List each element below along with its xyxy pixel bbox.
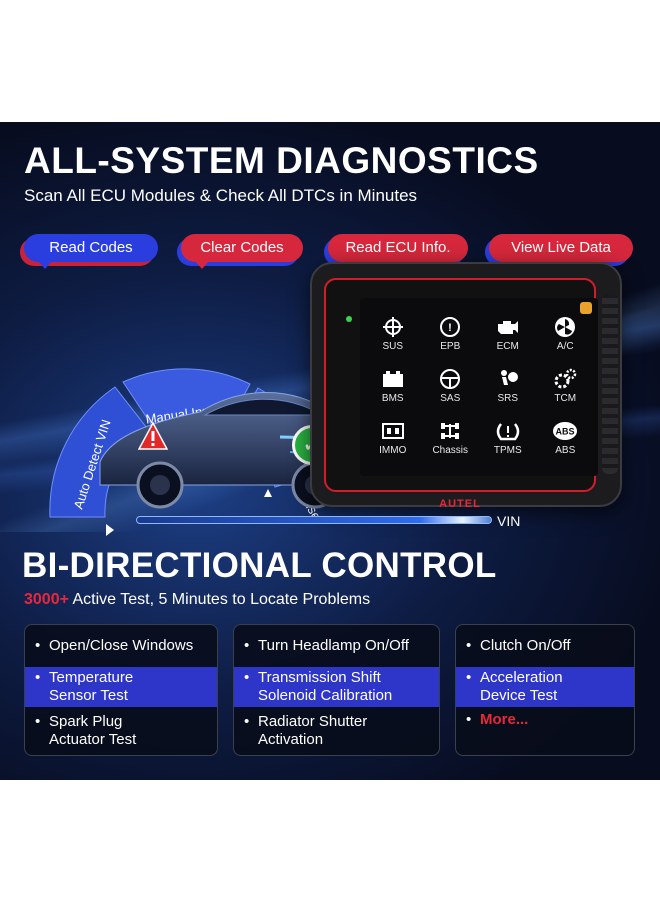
module-ecm[interactable]: ECM xyxy=(479,308,537,360)
warning-icon xyxy=(138,422,168,450)
tire-pressure-icon xyxy=(496,423,519,441)
immobilizer-icon xyxy=(381,423,404,439)
feature-card-1: •Open/Close Windows •Temperature Sensor … xyxy=(24,624,218,756)
module-bms[interactable]: BMS xyxy=(364,360,422,412)
module-tcm[interactable]: TCM xyxy=(537,360,595,412)
module-grid: SUS ! EPB ECM A/C xyxy=(364,308,594,464)
module-sas[interactable]: SAS xyxy=(422,360,480,412)
feature-item: •Transmission Shift Solenoid Calibration xyxy=(234,667,439,707)
section-subtitle: 3000+ Active Test, 5 Minutes to Locate P… xyxy=(24,591,370,609)
airbag-icon xyxy=(500,370,518,385)
chassis-icon xyxy=(441,423,460,439)
module-srs[interactable]: SRS xyxy=(479,360,537,412)
svg-text:!: ! xyxy=(448,322,452,334)
page-title: ALL-SYSTEM DIAGNOSTICS xyxy=(24,140,539,181)
feature-item: •Spark Plug Actuator Test xyxy=(35,713,137,748)
feature-card-2: •Turn Headlamp On/Off •Transmission Shif… xyxy=(233,624,440,756)
battery-icon xyxy=(382,371,403,387)
fan-icon xyxy=(555,317,576,337)
tag-read-codes: Read Codes xyxy=(24,234,158,269)
brand-logo: AUTEL xyxy=(439,498,481,510)
scanner-tablet: SUS ! EPB ECM A/C xyxy=(310,262,622,510)
promo-panel: ALL-SYSTEM DIAGNOSTICS Scan All ECU Modu… xyxy=(0,122,660,780)
page-subtitle: Scan All ECU Modules & Check All DTCs in… xyxy=(24,186,418,205)
tablet-grip xyxy=(602,294,618,474)
module-sus[interactable]: SUS xyxy=(364,308,422,360)
suspension-icon xyxy=(382,317,403,337)
module-ac[interactable]: A/C xyxy=(537,308,595,360)
module-chassis[interactable]: Chassis xyxy=(422,412,480,464)
arrow-up-icon xyxy=(264,489,272,497)
feature-item: •Temperature Sensor Test xyxy=(25,667,217,707)
subtitle-highlight: 3000+ xyxy=(24,591,69,608)
arrow-right-icon xyxy=(106,524,114,536)
abs-icon: ABS xyxy=(553,422,578,440)
tablet-frame: SUS ! EPB ECM A/C xyxy=(324,278,598,510)
module-abs[interactable]: ABS ABS xyxy=(537,412,595,464)
svg-text:ABS: ABS xyxy=(556,427,575,437)
tag-read-ecu-info: Read ECU Info. xyxy=(328,234,468,269)
vin-label: VIN xyxy=(497,513,521,529)
section-title: BI-DIRECTIONAL CONTROL xyxy=(22,546,497,585)
feature-item: •Turn Headlamp On/Off xyxy=(244,637,409,654)
module-epb[interactable]: ! EPB xyxy=(422,308,480,360)
parking-brake-icon: ! xyxy=(440,317,461,337)
subtitle-rest: Active Test, 5 Minutes to Locate Problem… xyxy=(68,591,371,608)
more-link[interactable]: •More... xyxy=(466,711,529,728)
gears-icon xyxy=(554,368,577,389)
feature-item: •Acceleration Device Test xyxy=(456,667,634,707)
engine-icon xyxy=(497,321,518,334)
vin-progress-bar xyxy=(136,516,492,524)
module-tpms[interactable]: TPMS xyxy=(479,412,537,464)
feature-item: •Clutch On/Off xyxy=(466,637,571,654)
tag-view-live-data: View Live Data xyxy=(489,234,633,269)
feature-item: •Open/Close Windows xyxy=(35,637,194,654)
feature-card-3: •Clutch On/Off •Acceleration Device Test… xyxy=(455,624,635,756)
arc-segment-auto xyxy=(49,386,151,518)
home-badge-icon xyxy=(580,302,592,314)
camera-dot xyxy=(346,316,352,322)
steering-wheel-icon xyxy=(440,369,461,389)
tag-clear-codes: Clear Codes xyxy=(181,234,303,269)
feature-item: •Radiator Shutter Activation xyxy=(244,713,368,748)
tablet-screen: SUS ! EPB ECM A/C xyxy=(360,298,598,476)
module-immo[interactable]: IMMO xyxy=(364,412,422,464)
